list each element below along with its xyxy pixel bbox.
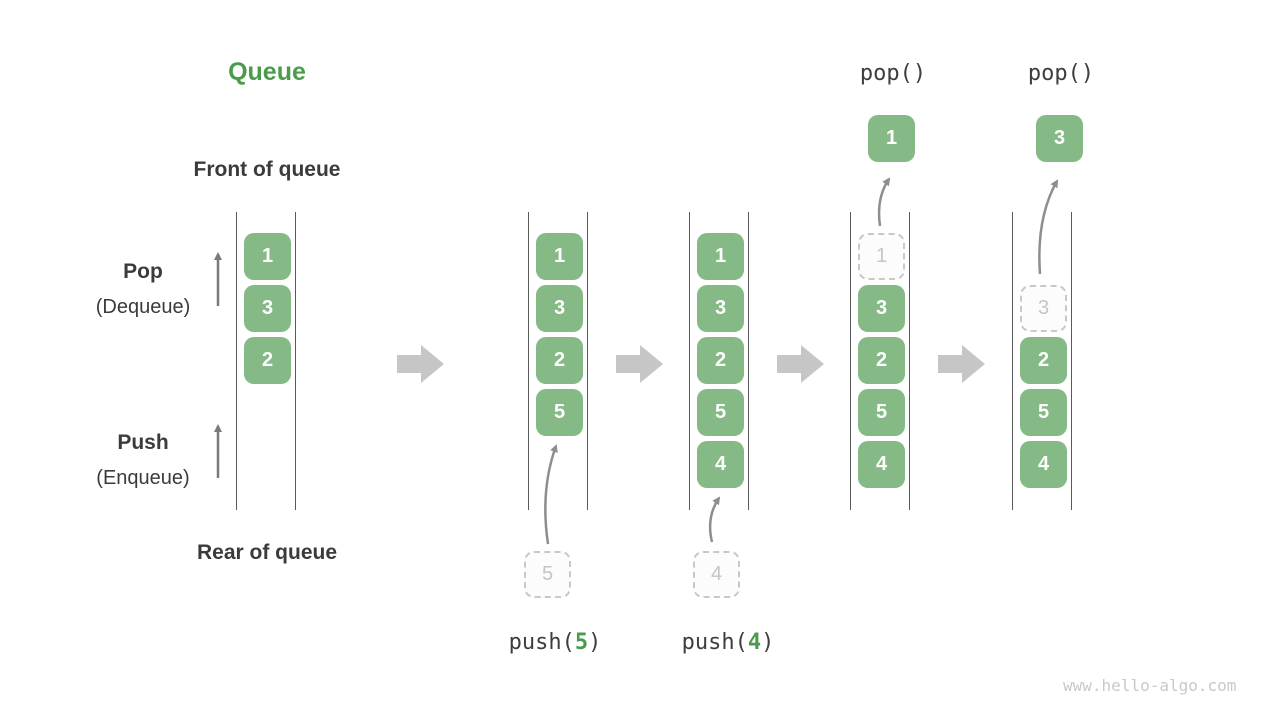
pop-call-label-1: pop() — [859, 61, 927, 86]
front-of-queue-label: Front of queue — [193, 158, 341, 181]
queue-walls-state-3 — [689, 212, 749, 510]
queue-item: 2 — [697, 337, 744, 384]
queue-item: 2 — [536, 337, 583, 384]
flow-arrow-icon — [777, 345, 824, 383]
flow-arrow-icon — [938, 345, 985, 383]
queue-item: 2 — [858, 337, 905, 384]
queue-item: 3 — [858, 285, 905, 332]
watermark: www.hello-algo.com — [1063, 676, 1237, 695]
removed-item-ghost: 1 — [858, 233, 905, 280]
rear-of-queue-label: Rear of queue — [196, 541, 338, 564]
queue-item: 4 — [1020, 441, 1067, 488]
incoming-item-ghost: 4 — [693, 551, 740, 598]
queue-item: 5 — [1020, 389, 1067, 436]
queue-item: 5 — [697, 389, 744, 436]
queue-item: 5 — [536, 389, 583, 436]
flow-arrow-icon — [616, 345, 663, 383]
queue-item: 2 — [1020, 337, 1067, 384]
queue-item: 4 — [697, 441, 744, 488]
queue-item: 3 — [697, 285, 744, 332]
push-arg: 5 — [574, 630, 589, 655]
push-call-label-1: push(5) — [455, 630, 655, 655]
queue-walls-state-4 — [850, 212, 910, 510]
popped-item: 3 — [1036, 115, 1083, 162]
popped-item: 1 — [868, 115, 915, 162]
push-arg: 4 — [747, 630, 762, 655]
removed-item-ghost: 3 — [1020, 285, 1067, 332]
push-call-label-2: push(4) — [628, 630, 828, 655]
queue-item: 3 — [536, 285, 583, 332]
queue-walls-state-5 — [1012, 212, 1072, 510]
queue-item: 1 — [244, 233, 291, 280]
queue-item: 1 — [536, 233, 583, 280]
push-close: ) — [588, 630, 602, 655]
queue-item: 3 — [244, 285, 291, 332]
queue-item: 1 — [697, 233, 744, 280]
queue-item: 2 — [244, 337, 291, 384]
enqueue-label: (Enqueue) — [96, 467, 190, 489]
pop-label: Pop — [123, 260, 163, 283]
push-prefix: push( — [681, 630, 748, 655]
flow-arrow-icon — [397, 345, 444, 383]
dequeue-label: (Dequeue) — [95, 296, 191, 318]
incoming-item-ghost: 5 — [524, 551, 571, 598]
queue-item: 4 — [858, 441, 905, 488]
push-prefix: push( — [508, 630, 575, 655]
pop-call-label-2: pop() — [1027, 61, 1095, 86]
push-close: ) — [761, 630, 775, 655]
push-label: Push — [117, 431, 169, 454]
diagram-title: Queue — [228, 58, 306, 86]
queue-item: 5 — [858, 389, 905, 436]
queue-walls-state-1 — [236, 212, 296, 510]
queue-walls-state-2 — [528, 212, 588, 510]
